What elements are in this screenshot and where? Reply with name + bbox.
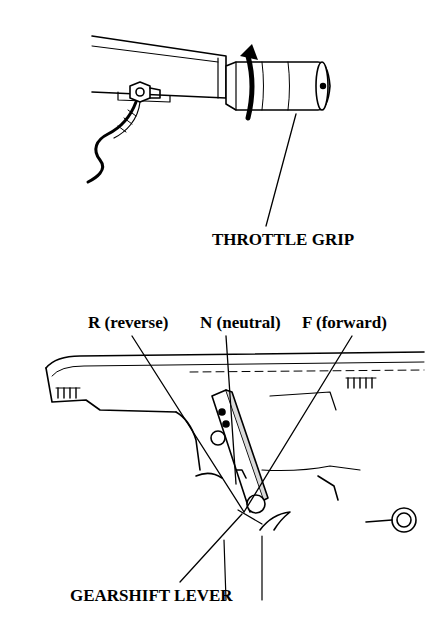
leader-line [180, 514, 242, 582]
leader-line [226, 336, 236, 484]
leader-line [132, 336, 244, 512]
throttle-grip [226, 62, 330, 110]
position-label: N (neutral) [200, 313, 281, 333]
leader-line [266, 114, 296, 226]
knob [392, 508, 416, 532]
part-label: GEARSHIFT LEVER [70, 586, 233, 606]
position-label: F (forward) [302, 313, 387, 333]
cable [88, 102, 136, 182]
position-label: R (reverse) [88, 313, 168, 333]
rotation-arrow [248, 56, 252, 118]
leader-line [244, 336, 352, 512]
hook [260, 512, 290, 530]
tiller-arm [92, 36, 226, 98]
part-label: THROTTLE GRIP [212, 230, 354, 250]
nut [130, 82, 150, 102]
